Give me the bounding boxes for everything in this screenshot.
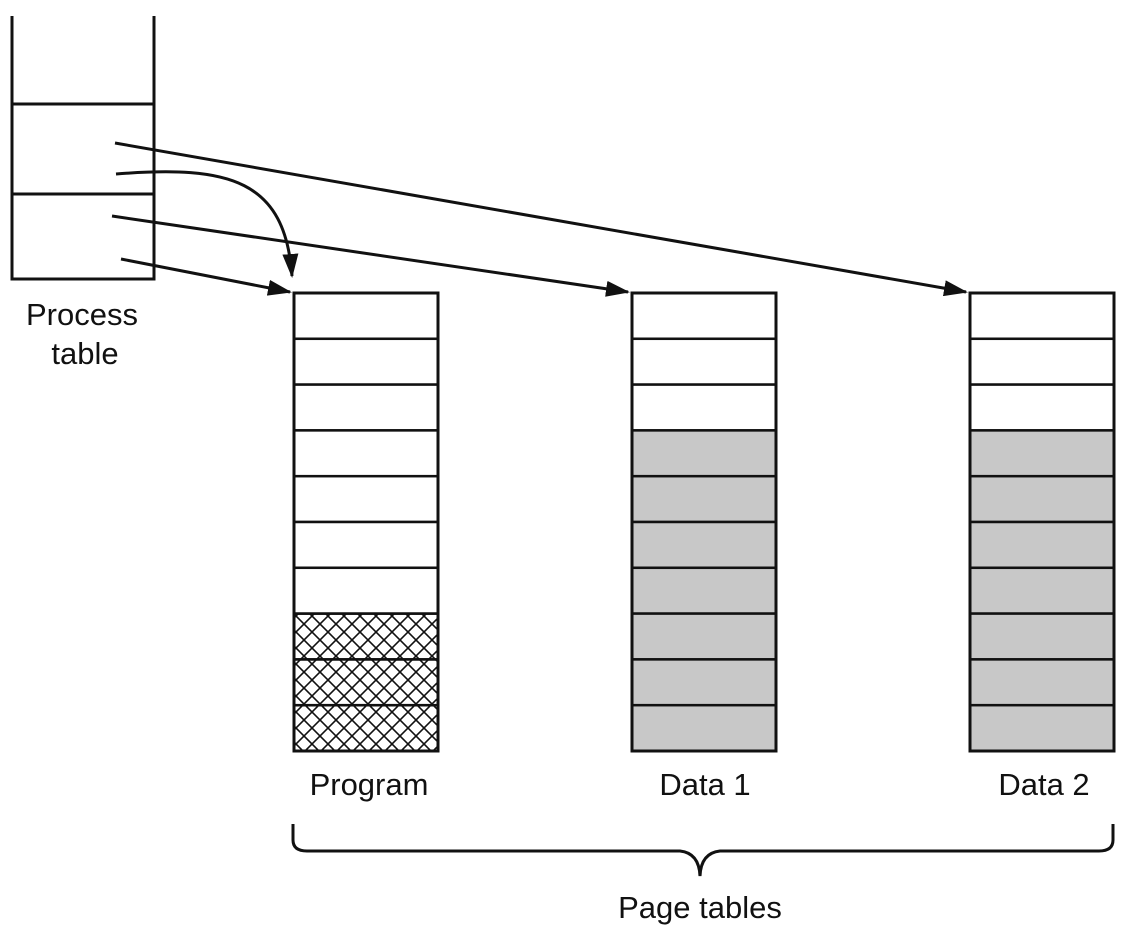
page-table-entry-blank (292, 474, 440, 524)
process-table-label: table (51, 336, 118, 371)
page-table-label-program: Program (310, 767, 429, 802)
page-table-frame (968, 291, 1116, 753)
arrow-curved-to-program (115, 170, 299, 278)
page-table-entry-blank (292, 520, 440, 570)
page-table-entry-crosshatch (292, 612, 440, 661)
page-table-frame (292, 291, 440, 753)
page-table-program (292, 291, 440, 753)
page-table-entry-shaded (630, 566, 778, 615)
page-table-frame (630, 291, 778, 753)
page-table-entry-blank (292, 429, 440, 478)
page-table-entry-blank (968, 291, 1116, 341)
page-table-label-data2: Data 2 (998, 767, 1089, 802)
arrow-to-program (120, 257, 292, 296)
page-table-entry-blank (292, 383, 440, 432)
page-table-entry-shaded (630, 658, 778, 707)
page-table-entry-shaded (968, 703, 1116, 753)
page-table-entry-shaded (968, 566, 1116, 615)
page-table-label-data1: Data 1 (659, 767, 750, 802)
page-table-entry-blank (630, 383, 778, 432)
page-table-entry-shaded (968, 520, 1116, 570)
page-table-entry-shaded (968, 474, 1116, 524)
page-table-entry-shaded (630, 703, 778, 753)
page-table-entry-shaded (968, 612, 1116, 661)
arrow-to-data1 (111, 214, 630, 297)
page-tables-brace (291, 824, 1115, 877)
page-table-entry-shaded (968, 658, 1116, 707)
process-table-label: Process (26, 297, 138, 332)
page-table-entry-blank (630, 337, 778, 386)
page-table-entry-shaded (630, 474, 778, 524)
page-table-entry-blank (292, 566, 440, 615)
page-table-entry-blank (292, 337, 440, 386)
page-table-entry-blank (630, 291, 778, 341)
page-table-entry-crosshatch (292, 703, 440, 753)
page-table-entry-blank (292, 291, 440, 341)
page-tables-label: Page tables (618, 890, 782, 925)
page-table-entry-blank (968, 337, 1116, 386)
process-table (10, 16, 156, 281)
page-table-entry-shaded (630, 612, 778, 661)
process-table-outline (10, 16, 156, 281)
page-table-entry-crosshatch (292, 658, 440, 707)
page-table-data-1 (630, 291, 778, 753)
page-table-entry-shaded (630, 429, 778, 478)
page-table-entry-shaded (630, 520, 778, 570)
pointer-arrows (111, 141, 968, 297)
page-table-data-2 (968, 291, 1116, 753)
arrow-to-data2 (114, 141, 968, 297)
page-table-entry-shaded (968, 429, 1116, 478)
page-table-columns (292, 291, 1116, 753)
page-table-entry-blank (968, 383, 1116, 432)
